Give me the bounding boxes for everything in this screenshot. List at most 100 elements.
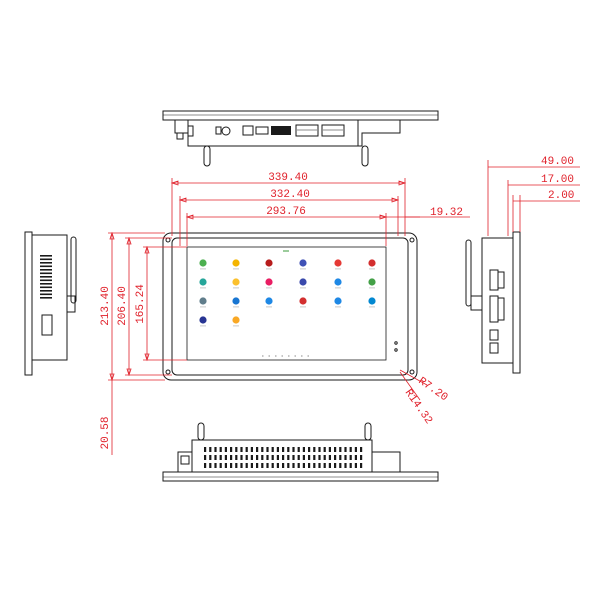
app-label-bar <box>200 306 206 308</box>
app-label-bar <box>369 306 375 308</box>
vent-slot <box>297 455 300 460</box>
vent-slot <box>344 455 347 460</box>
vent-slot <box>245 447 248 452</box>
dim-outer-width: 339.40 <box>268 172 308 184</box>
left-vent-slot <box>40 262 52 264</box>
location-icon[interactable] <box>334 297 342 305</box>
antenna-right <box>361 145 369 167</box>
files-icon[interactable] <box>368 278 376 286</box>
com-port-icon <box>321 124 345 137</box>
dim-mid-height: 206.40 <box>117 286 129 326</box>
notes-icon[interactable] <box>232 316 240 324</box>
vent-slot <box>344 463 347 468</box>
folder-icon[interactable] <box>232 259 240 267</box>
gallery-icon[interactable] <box>199 278 207 286</box>
vent-slot <box>230 447 233 452</box>
display-screen <box>186 246 387 361</box>
vent-slot <box>339 447 342 452</box>
left-vent-slot <box>40 293 52 296</box>
vent-slot <box>240 455 243 460</box>
power-button-icon <box>221 126 231 136</box>
camera-icon[interactable] <box>299 297 307 305</box>
left-vent-slot <box>40 265 52 268</box>
front-view <box>162 232 418 381</box>
left-side-view <box>24 231 77 376</box>
vent-slot <box>354 463 357 468</box>
mail-icon[interactable] <box>232 278 240 286</box>
vent-slot <box>318 463 321 468</box>
vent-slot <box>318 455 321 460</box>
vent-slot <box>334 455 337 460</box>
vent-slot <box>271 455 274 460</box>
music-icon[interactable] <box>334 278 342 286</box>
vent-slot <box>235 463 238 468</box>
download-icon[interactable] <box>334 259 342 267</box>
vent-slot <box>224 463 227 468</box>
vent-slot <box>308 455 311 460</box>
vent-slot <box>334 463 337 468</box>
vent-slot <box>282 463 285 468</box>
indicator-led-2 <box>394 348 398 352</box>
settings-icon[interactable] <box>265 259 273 267</box>
vent-slot <box>235 455 238 460</box>
video-icon[interactable] <box>265 278 273 286</box>
app-label-bar <box>233 268 239 270</box>
left-vent-slot <box>40 297 52 299</box>
vent-slot <box>209 463 212 468</box>
dim-bottom-depth: 20.58 <box>100 416 112 449</box>
vent-slot <box>276 463 279 468</box>
record-icon[interactable] <box>368 259 376 267</box>
vent-slot <box>328 447 331 452</box>
vent-slot <box>240 447 243 452</box>
vent-slot <box>230 455 233 460</box>
vent-slot <box>313 447 316 452</box>
dim-outer-height: 213.40 <box>100 286 112 326</box>
mount-hole-br <box>409 369 415 375</box>
vent-slot <box>204 455 207 460</box>
vent-slot <box>287 463 290 468</box>
left-vent-slot <box>40 286 52 289</box>
vent-slot <box>266 455 269 460</box>
vent-slot <box>214 455 217 460</box>
vent-slot <box>204 463 207 468</box>
top-view <box>162 110 439 167</box>
browser-icon[interactable] <box>232 297 240 305</box>
mount-hole-tr <box>409 237 415 243</box>
clock-icon[interactable] <box>199 259 207 267</box>
vent-slot <box>354 447 357 452</box>
store-icon[interactable] <box>368 297 376 305</box>
left-vent-slot <box>40 283 52 285</box>
vent-slot <box>323 447 326 452</box>
status-indicator <box>283 250 289 252</box>
vent-slot <box>245 463 248 468</box>
dim-side-small: 2.00 <box>548 190 574 202</box>
gear-icon[interactable] <box>299 278 307 286</box>
app-label-bar <box>266 287 272 289</box>
app-label-bar <box>335 306 341 308</box>
vent-slot <box>204 447 207 452</box>
vent-grille <box>204 447 363 468</box>
grid-icon[interactable] <box>299 259 307 267</box>
vent-slot <box>271 463 274 468</box>
vent-slot <box>349 447 352 452</box>
app-label-bar <box>300 268 306 270</box>
vent-slot <box>313 463 316 468</box>
dim-side-mid: 17.00 <box>541 174 574 186</box>
calendar-icon[interactable] <box>199 316 207 324</box>
vent-slot <box>302 463 305 468</box>
search-icon[interactable] <box>199 297 207 305</box>
right-side-view <box>465 231 521 374</box>
app-label-bar <box>233 287 239 289</box>
contacts-icon[interactable] <box>265 297 273 305</box>
vent-slot <box>354 455 357 460</box>
front-inner-frame <box>171 237 409 376</box>
vent-slot <box>287 447 290 452</box>
indicator-led-1 <box>394 341 398 345</box>
vent-slot <box>219 455 222 460</box>
antenna-bottom-left <box>197 422 205 441</box>
left-vent-grille <box>40 255 52 299</box>
left-vent-slot <box>40 255 52 257</box>
left-vent-slot <box>40 258 52 261</box>
app-label-bar <box>300 287 306 289</box>
app-label-bar <box>266 268 272 270</box>
